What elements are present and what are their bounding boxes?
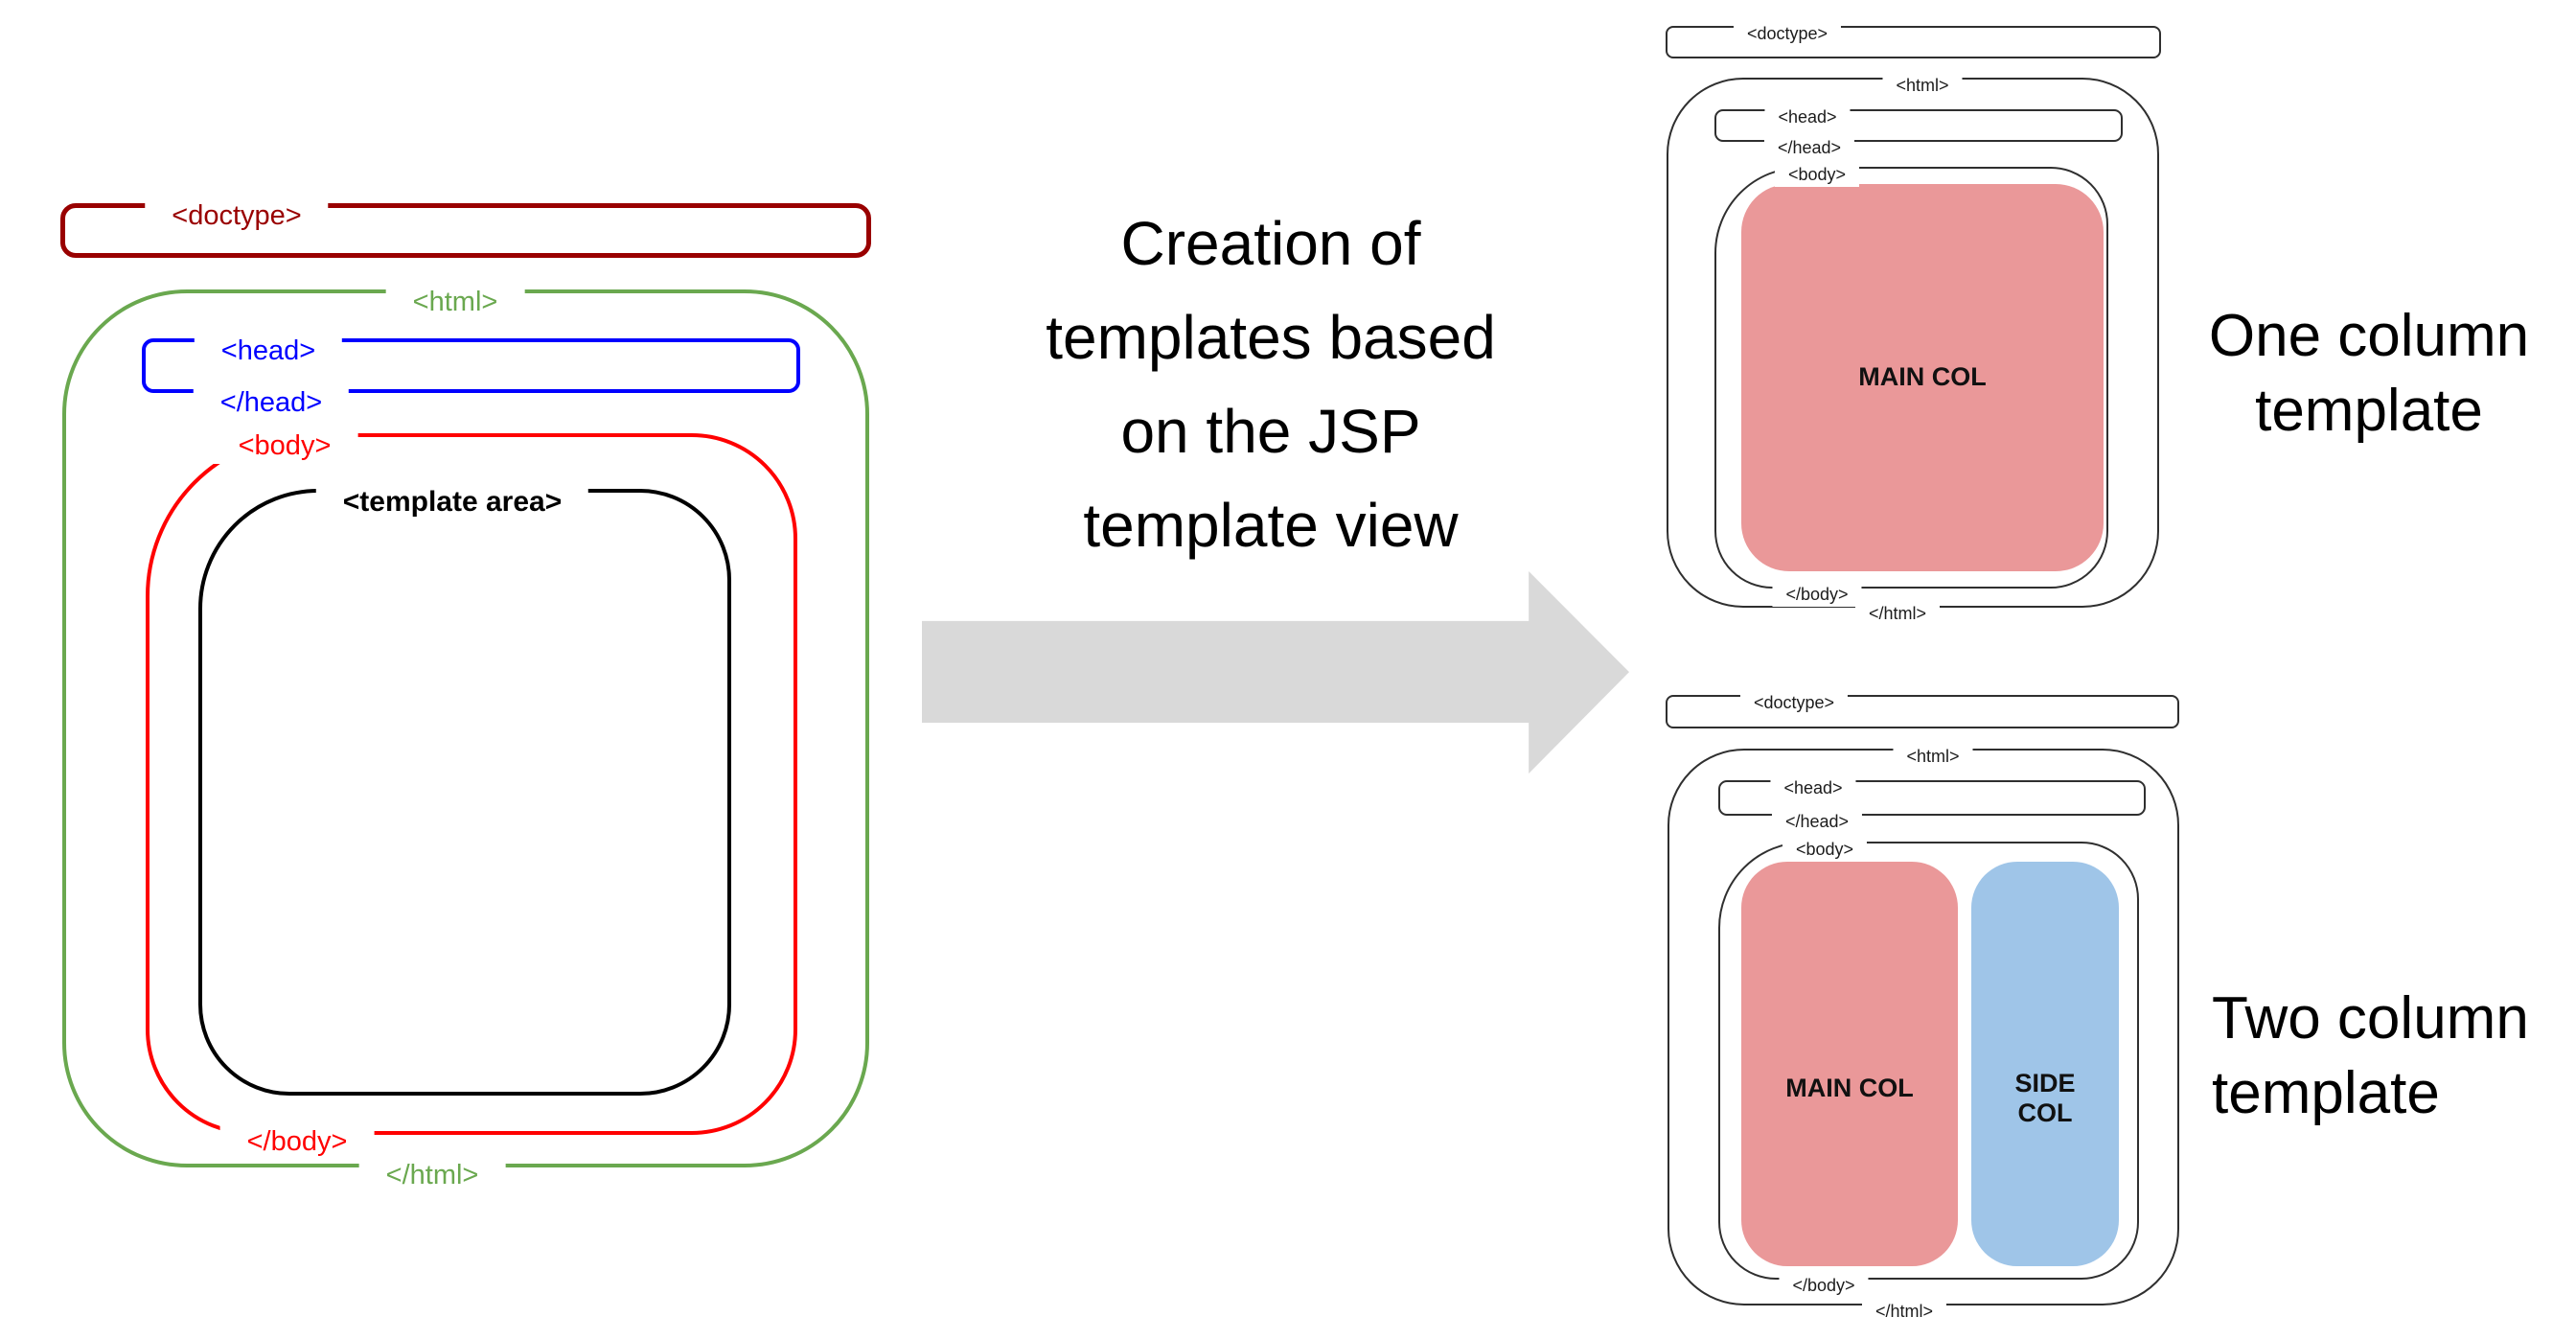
two-col-head-close-label: </head>: [1771, 811, 1863, 834]
one-column-caption-line: template: [2255, 378, 2483, 444]
body-open-label: <body>: [211, 428, 358, 465]
one-column-caption: One column template: [2129, 299, 2576, 449]
two-col-main-col-box: MAIN COL: [1741, 862, 1958, 1266]
one-col-html-close-label: </html>: [1854, 603, 1941, 626]
one-col-body-box: [1714, 167, 2108, 589]
one-col-body-open-label: <body>: [1774, 164, 1860, 187]
two-col-side-col-label: SIDE COL: [2014, 1068, 2076, 1127]
process-heading-line: on the JSP: [1120, 397, 1421, 466]
one-column-caption-line: One column: [2208, 303, 2530, 369]
template-area-label: <template area>: [315, 484, 589, 521]
two-col-html-close-label: </html>: [1861, 1301, 1947, 1324]
one-col-main-col-box: MAIN COL: [1741, 184, 2104, 571]
head-box: [142, 338, 800, 393]
process-heading-line: template view: [1083, 491, 1459, 560]
one-col-doctype-label: <doctype>: [1733, 23, 1842, 46]
right-arrow-icon: [922, 571, 1629, 774]
two-col-head-box: [1718, 780, 2146, 816]
two-col-body-box: [1718, 842, 2139, 1280]
two-col-body-open-label: <body>: [1782, 839, 1868, 862]
process-heading: Creation of templates based on the JSP t…: [983, 196, 1558, 572]
template-area-box: [198, 489, 731, 1096]
one-col-head-box: [1714, 109, 2123, 142]
doctype-box: [60, 203, 871, 258]
two-col-html-open-label: <html>: [1893, 746, 1973, 769]
html-open-label: <html>: [385, 285, 525, 321]
one-col-body-close-label: </body>: [1772, 584, 1862, 607]
one-col-doctype-box: [1666, 26, 2161, 58]
one-col-head-close-label: </head>: [1763, 137, 1855, 160]
body-box: [146, 433, 797, 1135]
two-col-main-col-label: MAIN COL: [1785, 1074, 1914, 1103]
body-close-label: </body>: [219, 1124, 375, 1161]
two-col-doctype-box: [1666, 695, 2179, 728]
two-column-caption-line: Two column: [2212, 985, 2529, 1051]
one-col-head-open-label: <head>: [1764, 106, 1851, 129]
two-col-side-col-box: SIDE COL: [1971, 862, 2119, 1266]
two-column-caption-line: template: [2212, 1060, 2440, 1126]
two-col-head-open-label: <head>: [1770, 777, 1856, 800]
process-heading-line: Creation of: [1120, 209, 1421, 278]
html-close-label: </html>: [358, 1158, 506, 1194]
one-col-html-open-label: <html>: [1882, 75, 1963, 98]
two-col-body-close-label: </body>: [1779, 1275, 1869, 1298]
process-heading-line: templates based: [1046, 303, 1496, 372]
one-col-main-col-label: MAIN COL: [1858, 362, 1987, 392]
doctype-label: <doctype>: [145, 198, 329, 235]
head-close-label: </head>: [193, 385, 350, 422]
two-col-doctype-label: <doctype>: [1739, 692, 1849, 715]
two-column-caption: Two column template: [2212, 982, 2576, 1131]
head-open-label: <head>: [194, 334, 343, 370]
